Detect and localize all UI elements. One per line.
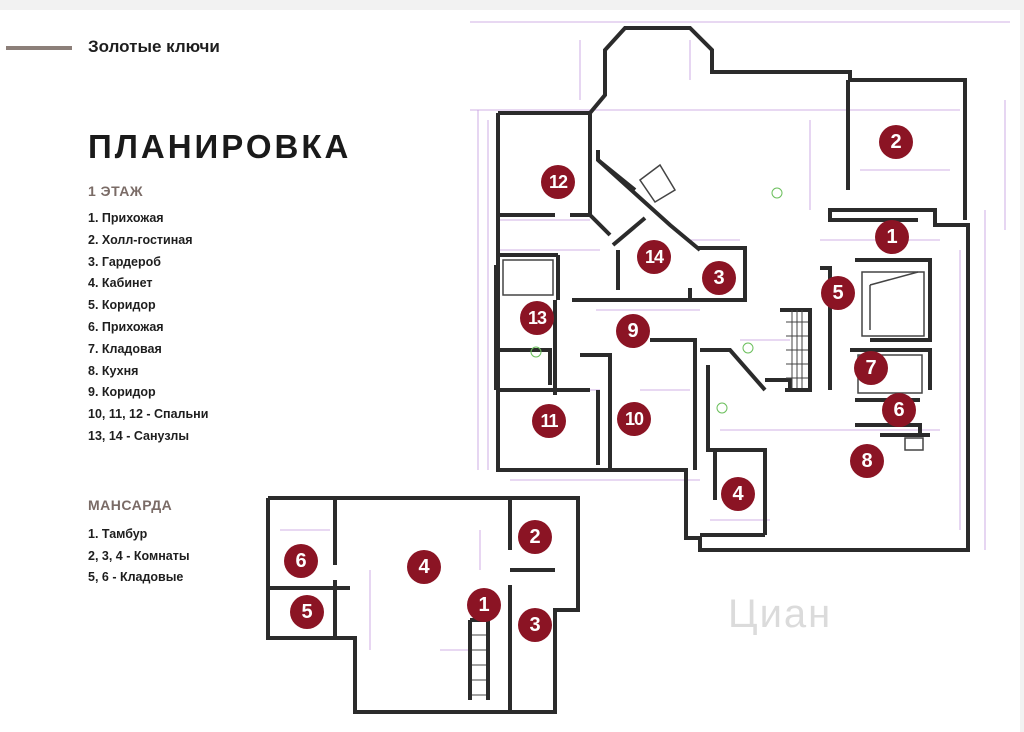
legend-item: 10, 11, 12 - Спальни bbox=[88, 407, 209, 422]
attic-stairs bbox=[472, 634, 486, 696]
legend-item: 9. Коридор bbox=[88, 385, 156, 400]
room-badge-2: 2 bbox=[879, 125, 913, 159]
floor1-legend: 1. Прихожая 2. Холл-гостиная 3. Гардероб… bbox=[88, 208, 208, 448]
floor-plan-sheet: Золотые ключи ПЛАНИРОВКА 1 ЭТАЖ 1. Прихо… bbox=[0, 10, 1020, 732]
room-badge-7: 7 bbox=[854, 351, 888, 385]
room-badge-14: 14 bbox=[637, 240, 671, 274]
brand-accent-bar bbox=[6, 46, 72, 50]
legend-item: 2. Холл-гостиная bbox=[88, 232, 193, 247]
room-badge-4: 4 bbox=[721, 477, 755, 511]
attic-legend: 1. Тамбур 2, 3, 4 - Комнаты 5, 6 - Кладо… bbox=[88, 524, 190, 589]
room-badge-11: 11 bbox=[532, 404, 566, 438]
room-badge-1: 1 bbox=[875, 220, 909, 254]
floor1-heading: 1 ЭТАЖ bbox=[88, 183, 144, 199]
attic-badge-5: 5 bbox=[290, 595, 324, 629]
room-badge-9: 9 bbox=[616, 314, 650, 348]
room-badge-13: 13 bbox=[520, 301, 554, 335]
room-badge-8: 8 bbox=[850, 444, 884, 478]
meter-markers bbox=[530, 187, 783, 414]
room-badge-6: 6 bbox=[882, 393, 916, 427]
brand-name: Золотые ключи bbox=[88, 37, 220, 56]
fixtures bbox=[502, 163, 925, 451]
attic-badge-1: 1 bbox=[467, 588, 501, 622]
attic-badge-3: 3 bbox=[518, 608, 552, 642]
page-title: ПЛАНИРОВКА bbox=[88, 128, 352, 165]
attic-badge-6: 6 bbox=[284, 544, 318, 578]
legend-item: 13, 14 - Санузлы bbox=[88, 428, 189, 443]
attic-heading: МАНСАРДА bbox=[88, 497, 173, 513]
floor-plan-drawing bbox=[266, 21, 1010, 714]
legend-item: 7. Кладовая bbox=[88, 341, 162, 356]
legend-item: 1. Прихожая bbox=[88, 211, 164, 225]
watermark: Циан bbox=[728, 592, 833, 636]
attic-walls bbox=[266, 496, 580, 714]
legend-item: 8. Кухня bbox=[88, 363, 139, 378]
legend-item: 5, 6 - Кладовые bbox=[88, 570, 184, 584]
room-badge-10: 10 bbox=[617, 402, 651, 436]
legend-item: 5. Коридор bbox=[88, 298, 156, 313]
legend-item: 3. Гардероб bbox=[88, 254, 161, 269]
room-badge-3: 3 bbox=[702, 261, 736, 295]
legend-item: 6. Прихожая bbox=[88, 319, 164, 334]
attic-badge-4: 4 bbox=[407, 550, 441, 584]
legend-item: 2, 3, 4 - Комнаты bbox=[88, 548, 190, 563]
ground-floor-walls bbox=[494, 26, 970, 552]
room-badge-5: 5 bbox=[821, 276, 855, 310]
room-badge-12: 12 bbox=[541, 165, 575, 199]
attic-badge-2: 2 bbox=[518, 520, 552, 554]
legend-item: 4. Кабинет bbox=[88, 276, 153, 291]
legend-item: 1. Тамбур bbox=[88, 527, 148, 541]
